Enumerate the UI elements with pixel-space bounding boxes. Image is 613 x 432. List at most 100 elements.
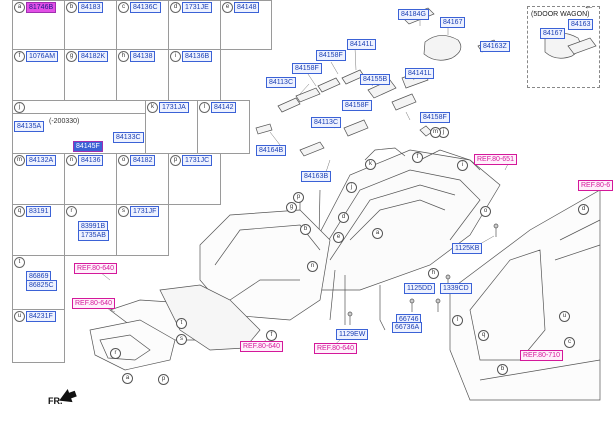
label-84158f-d[interactable]: 84158F — [420, 112, 450, 123]
cell-m[interactable]: m 84132A — [12, 153, 65, 205]
part-number[interactable]: 84142 — [211, 102, 237, 113]
cell-letter: g — [66, 51, 77, 62]
part-number-84145f[interactable]: 84145F — [73, 141, 103, 152]
callout-bubble: d — [578, 204, 589, 215]
cell-letter: h — [118, 51, 129, 62]
part-number[interactable]: 1731JE — [182, 2, 212, 13]
label-1125kb[interactable]: 1125KB — [452, 243, 483, 254]
part-number[interactable]: 84182 — [130, 155, 156, 166]
part-number[interactable]: 84183 — [78, 2, 104, 13]
part-number-84133c[interactable]: 84133C — [113, 132, 144, 143]
ref-link-80-640-c[interactable]: REF.80-640 — [240, 341, 283, 352]
label-84164b[interactable]: 84164B — [256, 145, 287, 156]
label-84167[interactable]: 84167 — [440, 17, 466, 28]
callout-bubble: e — [333, 232, 344, 243]
part-number[interactable]: 1731JC — [182, 155, 213, 166]
callout-bubble: h — [428, 268, 439, 279]
cell-letter: b — [66, 2, 77, 13]
part-number[interactable]: 1731JA — [159, 102, 189, 113]
part-number[interactable]: 83191 — [26, 206, 52, 217]
label-84113c-b[interactable]: 84113C — [311, 117, 342, 128]
cell-letter: j — [14, 102, 25, 113]
part-number[interactable]: 81746B — [26, 2, 57, 13]
date-range-note: (-200330) — [49, 118, 80, 125]
callout-bubble: m — [430, 127, 441, 138]
parts-diagram: a 81746B b 84183 c 84136C d 1731JE e 841… — [12, 0, 613, 406]
wagon-title: (5DOOR WAGON) — [531, 11, 590, 18]
part-number[interactable]: 84182K — [78, 51, 109, 62]
label-84155b[interactable]: 84155B — [360, 74, 391, 85]
callout-bubble: p — [293, 192, 304, 203]
cell-letter: n — [66, 155, 77, 166]
part-number[interactable]: 84231F — [26, 311, 56, 322]
callout-bubble: q — [478, 330, 489, 341]
cell-u[interactable]: u 84231F — [12, 309, 65, 363]
cell-q[interactable]: q 83191 — [12, 204, 65, 256]
wagon-part-84167[interactable]: 84167 — [540, 28, 566, 39]
wagon-part-84163[interactable]: 84163 — [568, 19, 594, 30]
ref-link-80-640-a[interactable]: REF.80-640 — [74, 263, 117, 274]
cell-j[interactable]: j 84135A (-200330) 84145F 84133C — [12, 100, 146, 154]
cell-g[interactable]: g 84182K — [64, 49, 117, 101]
label-84158f-c[interactable]: 84158F — [342, 100, 372, 111]
cell-p[interactable]: p 1731JC — [168, 153, 221, 205]
ref-link-80-6[interactable]: REF.80-6 — [578, 180, 613, 191]
cell-o[interactable]: o 84182 — [116, 153, 169, 205]
cell-e[interactable]: e 84148 — [220, 0, 272, 50]
label-84163z[interactable]: 84163Z — [480, 41, 510, 52]
part-number[interactable]: 84136 — [78, 155, 104, 166]
floor-pads — [255, 7, 597, 157]
label-84158f-a[interactable]: 84158F — [316, 50, 346, 61]
part-number[interactable]: 84148 — [234, 2, 260, 13]
label-1339cd[interactable]: 1339CD — [440, 283, 472, 294]
part-number[interactable]: 84132A — [26, 155, 57, 166]
callout-bubble: s — [176, 334, 187, 345]
label-84141l-b[interactable]: 84141L — [405, 68, 435, 79]
label-1129ew[interactable]: 1129EW — [336, 329, 369, 340]
part-number[interactable]: 1076AM — [26, 51, 59, 62]
part-number-86825c[interactable]: 86825C — [26, 280, 57, 291]
part-number[interactable]: 84136B — [182, 51, 213, 62]
cell-letter: o — [118, 155, 129, 166]
cell-letter: e — [222, 2, 233, 13]
callout-bubble: d — [338, 212, 349, 223]
label-84113c-a[interactable]: 84113C — [266, 77, 297, 88]
cell-t[interactable]: t 86869 86825C — [12, 255, 65, 310]
callout-bubble: g — [286, 202, 297, 213]
cell-l[interactable]: l 84142 — [197, 100, 250, 154]
back-arrow-icon[interactable]: ← — [583, 0, 595, 12]
label-84158f-b[interactable]: 84158F — [292, 63, 322, 74]
part-number[interactable]: 84136C — [130, 2, 161, 13]
cell-s[interactable]: s 1731JF — [116, 204, 169, 256]
part-number-84135a[interactable]: 84135A — [14, 121, 45, 132]
cell-letter: r — [66, 206, 77, 217]
cell-c[interactable]: c 84136C — [116, 0, 169, 50]
cell-f[interactable]: f 1076AM — [12, 49, 65, 101]
part-number[interactable]: 1731JF — [130, 206, 160, 217]
cell-r[interactable]: r 83991B 1735AB — [64, 204, 117, 256]
part-number[interactable]: 84138 — [130, 51, 156, 62]
label-1125dd[interactable]: 1125DD — [404, 283, 436, 294]
callout-bubble: n — [307, 261, 318, 272]
callout-bubble: j — [346, 182, 357, 193]
cell-a[interactable]: a 81746B — [12, 0, 65, 50]
ref-link-80-710[interactable]: REF.80-710 — [520, 350, 563, 361]
label-84163b[interactable]: 84163B — [301, 171, 332, 182]
callout-bubble: p — [158, 374, 169, 385]
part-number-1735ab[interactable]: 1735AB — [78, 230, 109, 241]
label-84184g[interactable]: 84184G — [398, 9, 429, 20]
cell-b[interactable]: b 84183 — [64, 0, 117, 50]
ref-link-80-651[interactable]: REF.80-651 — [474, 154, 517, 165]
cell-n[interactable]: n 84136 — [64, 153, 117, 205]
cell-letter: t — [14, 257, 25, 268]
cell-h[interactable]: h 84138 — [116, 49, 169, 101]
cell-d[interactable]: d 1731JE — [168, 0, 221, 50]
label-84141l-a[interactable]: 84141L — [347, 39, 377, 50]
cell-k[interactable]: k 1731JA — [145, 100, 198, 154]
cell-i[interactable]: i 84136B — [168, 49, 221, 101]
label-66736a[interactable]: 66736A — [392, 322, 423, 333]
ref-link-80-640-d[interactable]: REF.80-640 — [314, 343, 357, 354]
callout-bubble: c — [564, 337, 575, 348]
ref-link-80-640-b[interactable]: REF.80-640 — [72, 298, 115, 309]
cell-letter: d — [170, 2, 181, 13]
